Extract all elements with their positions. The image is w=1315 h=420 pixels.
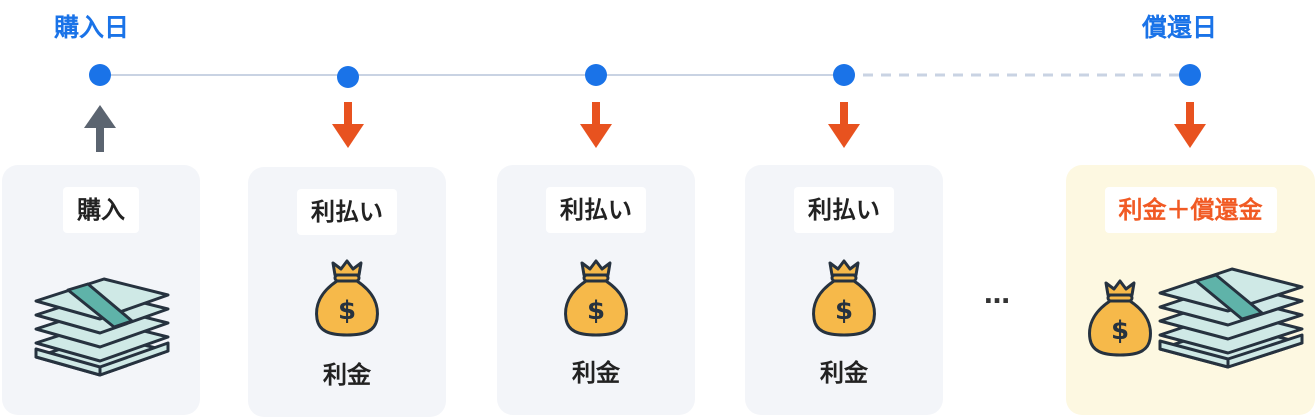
money-bag-icon: $ [315, 259, 379, 337]
svg-text:$: $ [1111, 316, 1129, 346]
redemption-date-label: 償還日 [1142, 13, 1218, 42]
timeline-node-purchase [89, 64, 111, 86]
svg-text:$: $ [835, 296, 853, 326]
arrow-down-icon [580, 102, 612, 148]
interest-payment-badge: 利払い [297, 189, 397, 236]
interest-card-1: 利払い $ 利金 [248, 167, 446, 417]
purchase-badge: 購入 [63, 187, 139, 234]
svg-text:$: $ [338, 296, 356, 326]
timeline-node-redemption [1179, 64, 1201, 86]
interest-caption: 利金 [820, 359, 868, 387]
arrow-up-icon [84, 105, 116, 152]
arrow-down-icon [828, 102, 860, 148]
interest-plus-redemption-badge: 利金＋償還金 [1104, 187, 1277, 234]
interest-caption: 利金 [323, 361, 371, 389]
interest-caption: 利金 [572, 359, 620, 387]
interest-payment-badge: 利払い [794, 187, 894, 234]
cash-stack-icon [1158, 267, 1304, 369]
redemption-card: 利金＋償還金 $ [1066, 165, 1315, 415]
svg-text:$: $ [587, 296, 605, 326]
interest-card-3: 利払い $ 利金 [745, 165, 943, 415]
arrow-down-icon [1174, 102, 1206, 148]
purchase-date-label: 購入日 [54, 13, 130, 42]
interest-payment-badge: 利払い [546, 187, 646, 234]
timeline-node-3 [833, 64, 855, 86]
interest-card-2: 利払い $ 利金 [497, 165, 695, 415]
arrow-down-icon [332, 102, 364, 148]
cash-stack-icon [34, 277, 170, 377]
money-bag-icon: $ [564, 259, 628, 337]
ellipsis: … [984, 280, 1012, 310]
timeline-node-2 [585, 64, 607, 86]
purchase-card: 購入 [2, 165, 200, 415]
timeline-node-1 [337, 66, 359, 88]
money-bag-icon: $ [812, 259, 876, 337]
money-bag-icon: $ [1088, 279, 1152, 357]
